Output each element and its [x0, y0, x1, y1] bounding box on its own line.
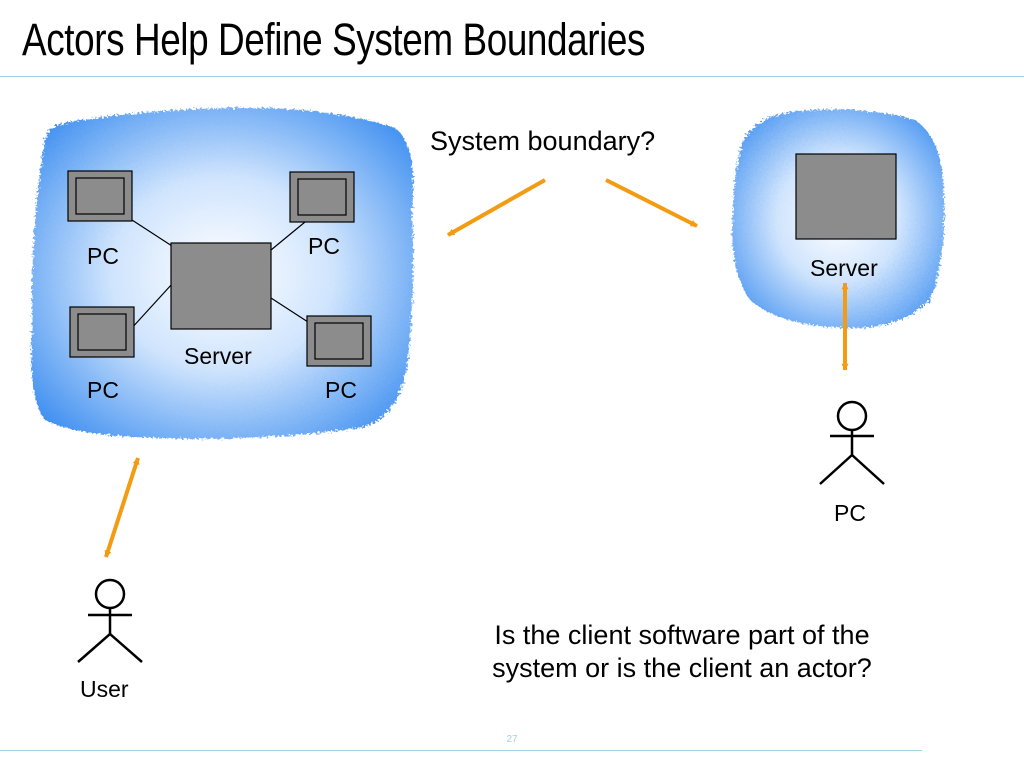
- user-actor-label: User: [80, 676, 129, 702]
- left-server-box: [170, 242, 272, 330]
- pc-label-topleft: PC: [87, 243, 119, 269]
- pc-label-bottomright: PC: [325, 377, 357, 403]
- caption-line-2: system or is the client an actor?: [492, 653, 872, 683]
- pc-computer-topright: [289, 171, 355, 223]
- pc-label-bottomleft: PC: [87, 377, 119, 403]
- arrow-user-to-system: [104, 457, 140, 558]
- pc-computer-bottomright: [306, 315, 372, 367]
- right-server-label: Server: [810, 255, 878, 281]
- caption-line-1: Is the client software part of the: [494, 620, 869, 650]
- user-actor-figure: [77, 578, 143, 663]
- link-pc-bottomright: [270, 297, 309, 323]
- title-divider: [0, 76, 1024, 77]
- pc-actor-label: PC: [834, 500, 866, 526]
- pc-computer-bottomleft: [69, 306, 135, 358]
- pc-actor-figure: [819, 400, 885, 485]
- arrow-to-right-system: [605, 178, 698, 228]
- slide-title: Actors Help Define System Boundaries: [22, 14, 646, 65]
- pc-computer-topleft: [67, 170, 133, 222]
- footer-divider: [0, 750, 922, 751]
- link-pc-bottomleft: [129, 283, 173, 331]
- boundary-arrows: [104, 178, 849, 558]
- link-pc-topleft: [131, 219, 173, 247]
- pc-label-topright: PC: [308, 233, 340, 259]
- page-number: 27: [506, 734, 518, 745]
- network-links: [129, 219, 309, 331]
- system-boundary-question: System boundary?: [430, 126, 655, 156]
- left-server-label: Server: [184, 343, 252, 369]
- right-server-box: [795, 153, 897, 240]
- arrow-to-left-system: [447, 178, 546, 237]
- link-pc-topright: [270, 221, 306, 251]
